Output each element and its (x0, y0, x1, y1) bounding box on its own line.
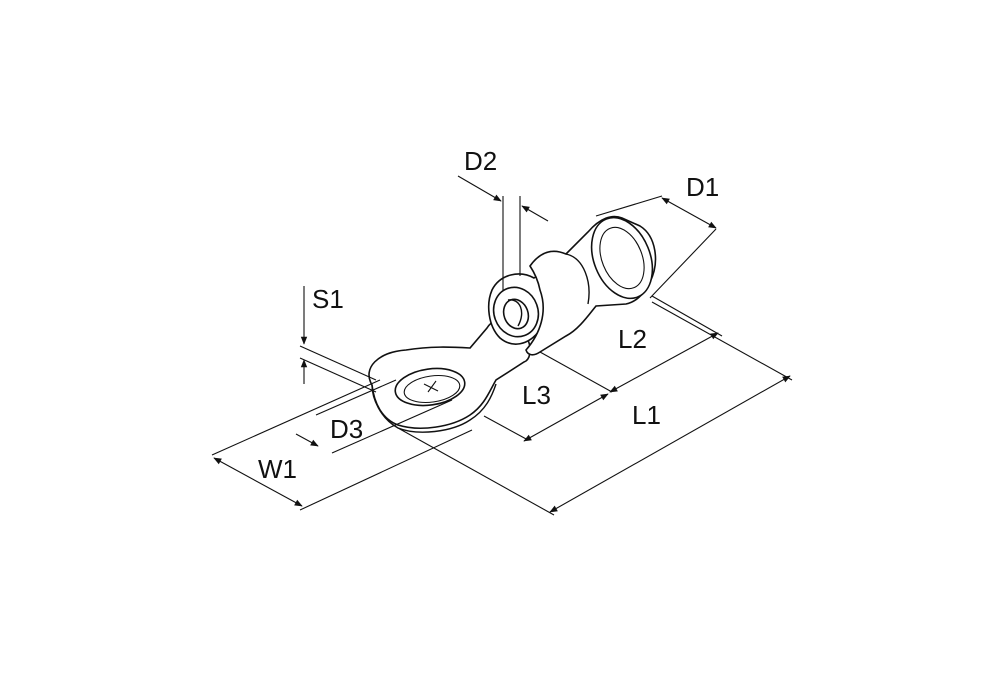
label-d1: D1 (686, 172, 719, 202)
dimension-w1 (211, 379, 473, 511)
label-l3: L3 (522, 380, 551, 410)
label-w1: W1 (258, 454, 297, 484)
ring-terminal (368, 215, 657, 433)
dimension-d2 (457, 175, 549, 290)
label-s1: S1 (312, 284, 344, 314)
tongue-edge (371, 383, 497, 433)
sleeve-step (565, 253, 590, 305)
dimension-d3 (295, 379, 453, 454)
dimension-s1 (299, 286, 377, 393)
label-l2: L2 (618, 324, 647, 354)
label-l1: L1 (632, 400, 661, 430)
ring-hole-inner (403, 374, 461, 404)
dimension-l1 (397, 301, 793, 516)
label-d2: D2 (464, 146, 497, 176)
sleeve-opening-inner (599, 226, 645, 290)
center-mark (423, 380, 439, 393)
label-d3: D3 (330, 414, 363, 444)
sleeve-opening (590, 216, 654, 300)
dimension-d1 (595, 195, 717, 299)
